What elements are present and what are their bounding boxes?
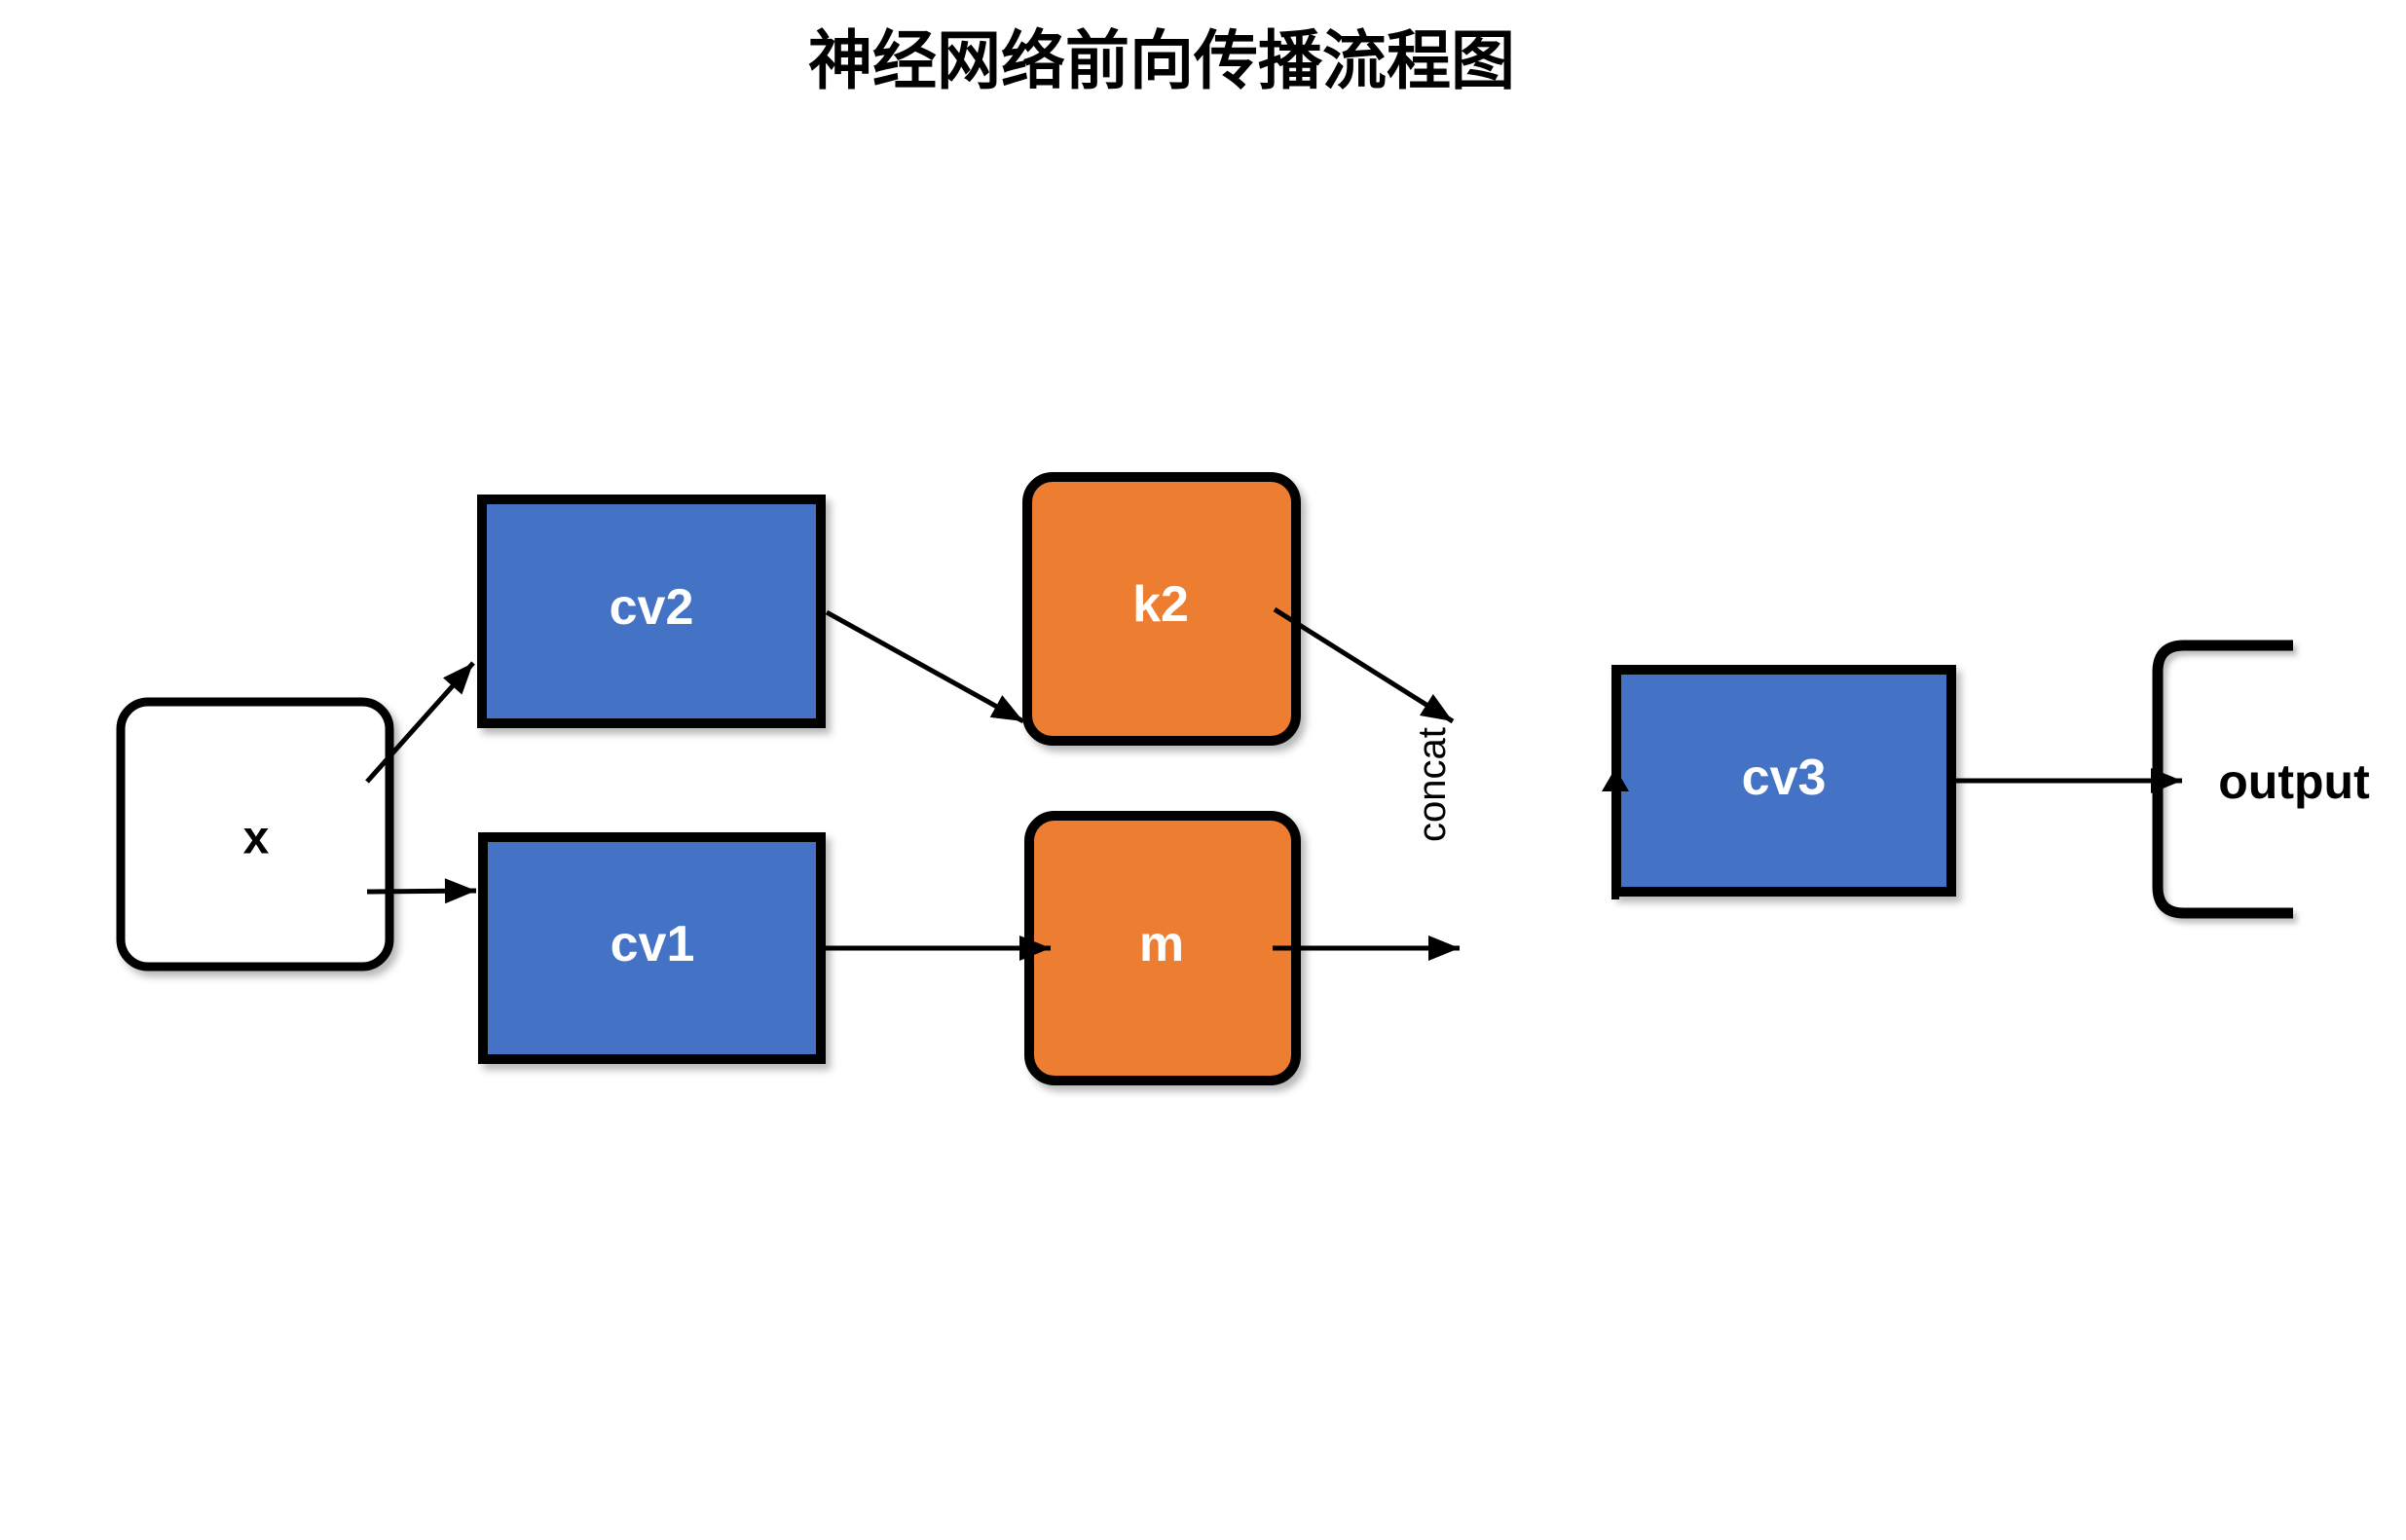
node-x xyxy=(116,697,394,972)
output-label: output xyxy=(2218,754,2370,809)
arrow-k2-to-concat xyxy=(1273,606,1455,724)
diagram-title: 神经网络前向传播流程图 xyxy=(808,24,1515,96)
arrow-cv2-to-k2 xyxy=(825,609,1025,724)
node-cv3 xyxy=(1611,665,1956,897)
concat-label: concat xyxy=(1411,727,1454,842)
node-k2-label: k2 xyxy=(1132,576,1189,633)
node-cv2-label: cv2 xyxy=(610,579,694,636)
node-cv3-label: cv3 xyxy=(1742,750,1827,806)
node-cv1 xyxy=(478,832,826,1064)
node-cv1-label: cv1 xyxy=(611,916,695,972)
arrow-x-to-cv2 xyxy=(365,661,475,784)
node-m-label: m xyxy=(1139,916,1184,972)
node-cv2 xyxy=(477,495,826,728)
arrow-x-to-cv1 xyxy=(366,878,477,904)
node-x-label: x xyxy=(243,813,270,864)
output-bracket xyxy=(2152,640,2293,919)
node-k2 xyxy=(1022,472,1301,746)
